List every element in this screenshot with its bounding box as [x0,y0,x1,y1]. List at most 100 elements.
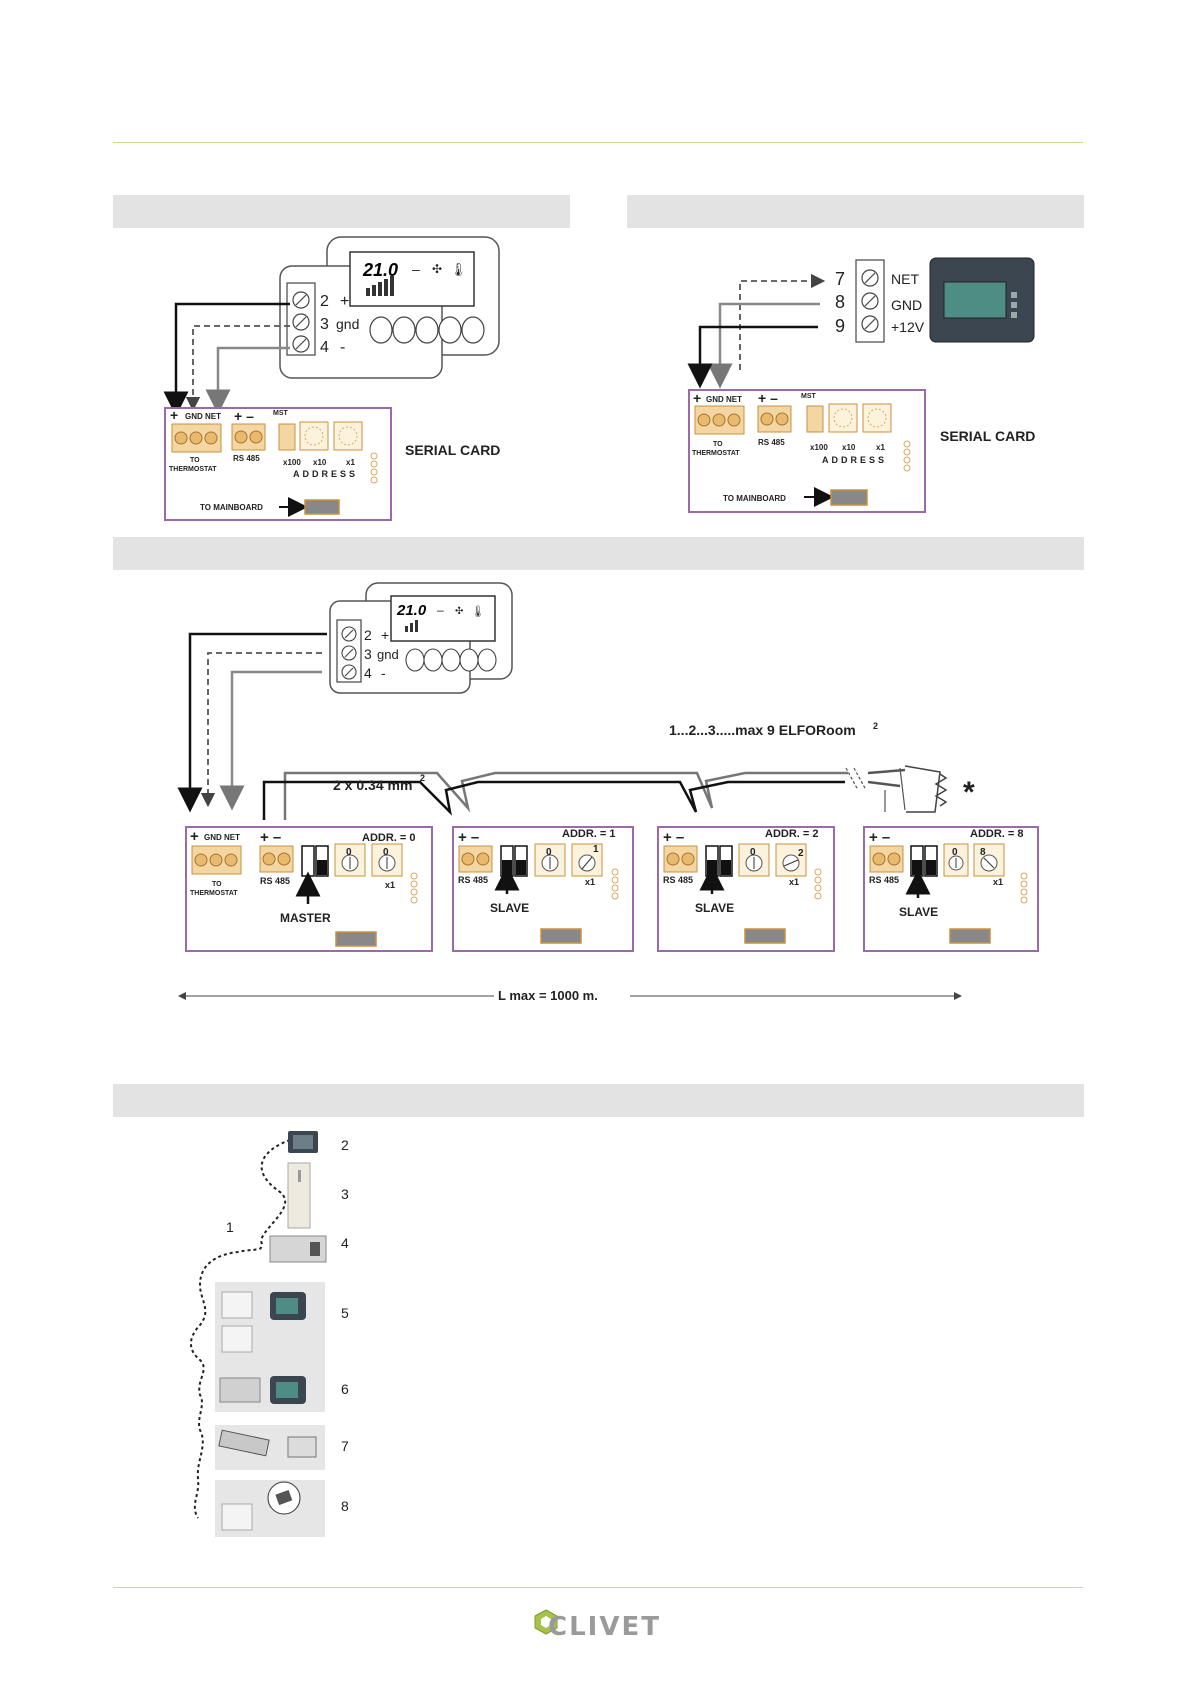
svg-text:2: 2 [364,627,372,643]
diagram-b: 7 8 9 NET GND +12V + GND NET + – MST TO … [687,257,1035,513]
card-0-role: MASTER [280,911,331,925]
svg-text:RS 485: RS 485 [869,875,899,885]
svg-text:3: 3 [364,646,372,662]
svg-text:0: 0 [952,847,958,858]
wire-c-plus [177,632,327,813]
svg-text:+: + [190,828,199,845]
card-a-gnd-net: GND NET [185,412,221,421]
card-a-mst: MST [273,410,289,417]
diagram-a: 21.0 – ✣ 🌡 2 + 3 [163,236,500,521]
svg-text:4: 4 [364,665,372,681]
svg-text:x1: x1 [876,443,885,452]
svg-text:2: 2 [873,721,878,731]
term-b-8: 8 [835,292,845,312]
svg-text:0: 0 [383,847,389,858]
system-item-8: 8 [215,1480,349,1537]
card-0-addr: ADDR. = 0 [362,832,416,844]
svg-text:1: 1 [593,844,599,855]
section-band-b [627,195,1084,228]
svg-text:GND NET: GND NET [204,833,240,842]
svg-text:–: – [412,261,420,277]
svg-text:TO: TO [713,441,723,448]
wall-panel-device [929,257,1035,343]
top-rule [113,142,1083,143]
bus-card-master: + GND NET + – ADDR. = 0 TO THERMOSTAT RS… [185,826,433,952]
svg-text:x1: x1 [789,877,799,887]
svg-text:8: 8 [341,1498,349,1514]
svg-text:+ –: + – [234,408,254,424]
svg-text:RS 485: RS 485 [663,875,693,885]
wire-c-gnd [200,652,322,808]
wire-a-minus [205,346,290,415]
svg-text:2: 2 [798,848,804,859]
term-a-2: 2 [320,293,329,310]
svg-text:7: 7 [341,1438,349,1454]
card-1-role: SLAVE [490,901,529,915]
terminator-resistor [904,765,948,813]
svg-text:8: 8 [980,847,986,858]
svg-text:🌡: 🌡 [471,605,485,618]
bus-card-slave-8: + – ADDR. = 8 RS 485 0 8 x1 SLAVE [863,826,1039,952]
svg-text:5: 5 [341,1305,349,1321]
card-2-addr: ADDR. = 2 [765,828,819,840]
section-band-c [113,537,1084,570]
svg-text:🌡: 🌡 [450,262,467,277]
svg-text:2: 2 [341,1137,349,1153]
thermostat-a: 21.0 – ✣ 🌡 2 + 3 [279,236,500,379]
serial-card-b: + GND NET + – MST TO THERMOSTAT RS 485 x… [688,389,926,513]
card-a-thermostat: THERMOSTAT [169,466,217,473]
svg-text:✣: ✣ [432,262,442,276]
svg-text:+ –: + – [758,390,778,406]
svg-text:TO: TO [212,881,222,888]
svg-text:–: – [437,603,444,617]
section-band-a [113,195,570,228]
wire-b-12v [687,325,818,389]
card-a-mainboard: TO MAINBOARD [200,503,263,512]
term-b-9: 9 [835,316,845,336]
svg-text:4: 4 [341,1235,349,1251]
svg-text:3: 3 [341,1186,349,1202]
term-a-3: 3 [320,316,329,333]
term-a-4: 4 [320,339,329,356]
bottom-rule [113,1587,1083,1588]
bus-cable [262,767,906,820]
card-8-role: SLAVE [899,905,938,919]
footer-brand: CLIVET [548,1612,661,1642]
svg-text:+: + [170,407,178,423]
diagram-c: 21.0 – ✣ 🌡 2 + 3 gnd 4 - [177,582,1039,1003]
svg-text:RS 485: RS 485 [260,876,290,886]
svg-text:+ –: + – [663,829,684,846]
svg-text:ADDRESS: ADDRESS [822,455,887,465]
svg-text:-: - [381,665,386,681]
card-a-x10: x10 [313,458,327,467]
term-a-4-label: - [340,339,345,356]
wire-b-gnd [707,302,820,389]
card-1-addr: ADDR. = 1 [562,828,616,840]
svg-text:THERMOSTAT: THERMOSTAT [692,450,740,457]
svg-text:+: + [693,390,701,406]
svg-text:THERMOSTAT: THERMOSTAT [190,890,238,897]
wire-a-plus [163,302,290,417]
svg-text:x100: x100 [810,443,828,452]
card-a-address: ADDRESS [293,469,358,479]
svg-text:x1: x1 [585,877,595,887]
svg-text:0: 0 [750,847,756,858]
card-a-x1: x1 [346,458,355,467]
svg-text:+ –: + – [869,829,890,846]
clivet-logo-icon [534,1609,558,1635]
bus-card-slave-2: + – ADDR. = 2 RS 485 0 2 x1 SLAVE [657,826,835,952]
svg-text:x1: x1 [385,880,395,890]
card-a-to: TO [190,457,200,464]
card-2-role: SLAVE [695,901,734,915]
serial-card-a-title: SERIAL CARD [405,442,500,458]
svg-text:MST: MST [801,393,817,400]
svg-text:21.0: 21.0 [396,602,427,619]
terminator-star: * [963,776,975,809]
svg-text:x10: x10 [842,443,856,452]
serial-card-b-title: SERIAL CARD [940,428,1035,444]
svg-text:+: + [381,627,389,643]
svg-text:6: 6 [341,1381,349,1397]
system-item-7: 7 [215,1425,349,1470]
thermostat-a-display: 21.0 [362,260,398,280]
svg-text:+ –: + – [458,829,479,846]
